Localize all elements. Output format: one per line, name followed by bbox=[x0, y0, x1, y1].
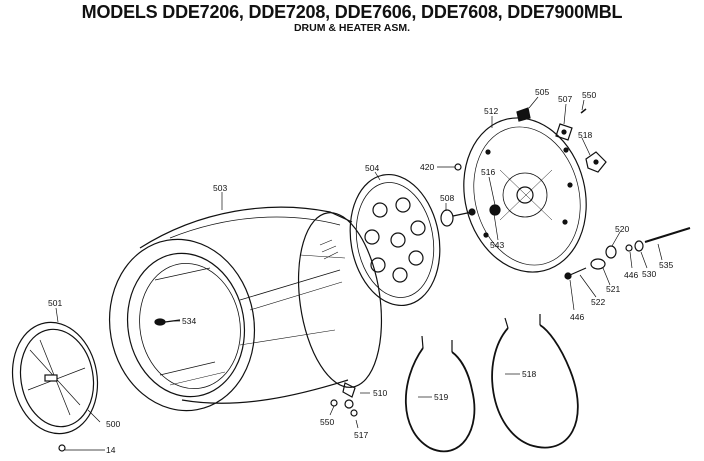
mounting-hardware bbox=[330, 382, 358, 417]
diagram-title: MODELS DDE7206, DDE7208, DDE7606, DDE760… bbox=[81, 2, 623, 22]
diagram-subtitle: DRUM & HEATER ASM. bbox=[293, 22, 411, 34]
terminal-parts bbox=[564, 227, 691, 280]
label-505: 505 bbox=[535, 87, 549, 97]
label-500: 500 bbox=[106, 419, 120, 429]
label-503: 503 bbox=[213, 183, 227, 193]
front-seal-ring bbox=[11, 321, 99, 452]
heater-housing bbox=[463, 117, 587, 273]
label-446-right: 446 bbox=[624, 270, 638, 280]
label-504: 504 bbox=[365, 163, 379, 173]
label-522: 522 bbox=[591, 297, 605, 307]
label-446-left: 446 bbox=[570, 312, 584, 322]
heater-coils bbox=[404, 314, 579, 453]
label-530: 530 bbox=[642, 269, 656, 279]
label-512: 512 bbox=[484, 106, 498, 116]
thermostat-parts bbox=[516, 107, 607, 173]
label-420: 420 bbox=[420, 162, 434, 172]
bearing-parts bbox=[440, 163, 476, 227]
label-501: 501 bbox=[48, 298, 62, 308]
label-550-lower: 550 bbox=[320, 417, 334, 427]
label-519: 519 bbox=[434, 392, 448, 402]
label-516: 516 bbox=[481, 167, 495, 177]
leader-lines bbox=[55, 96, 663, 451]
drum-assembly bbox=[108, 206, 383, 412]
label-543: 543 bbox=[490, 240, 504, 250]
label-518-thermostat: 518 bbox=[578, 130, 592, 140]
label-510: 510 bbox=[373, 388, 387, 398]
drum-back-plate bbox=[349, 173, 441, 307]
label-14: 14 bbox=[106, 445, 116, 455]
label-520: 520 bbox=[615, 224, 629, 234]
label-521: 521 bbox=[606, 284, 620, 294]
label-508: 508 bbox=[440, 193, 454, 203]
label-518-coil: 518 bbox=[522, 369, 536, 379]
label-535: 535 bbox=[659, 260, 673, 270]
label-507: 507 bbox=[558, 94, 572, 104]
label-517: 517 bbox=[354, 430, 368, 440]
label-550-upper: 550 bbox=[582, 90, 596, 100]
label-534: 534 bbox=[182, 316, 196, 326]
